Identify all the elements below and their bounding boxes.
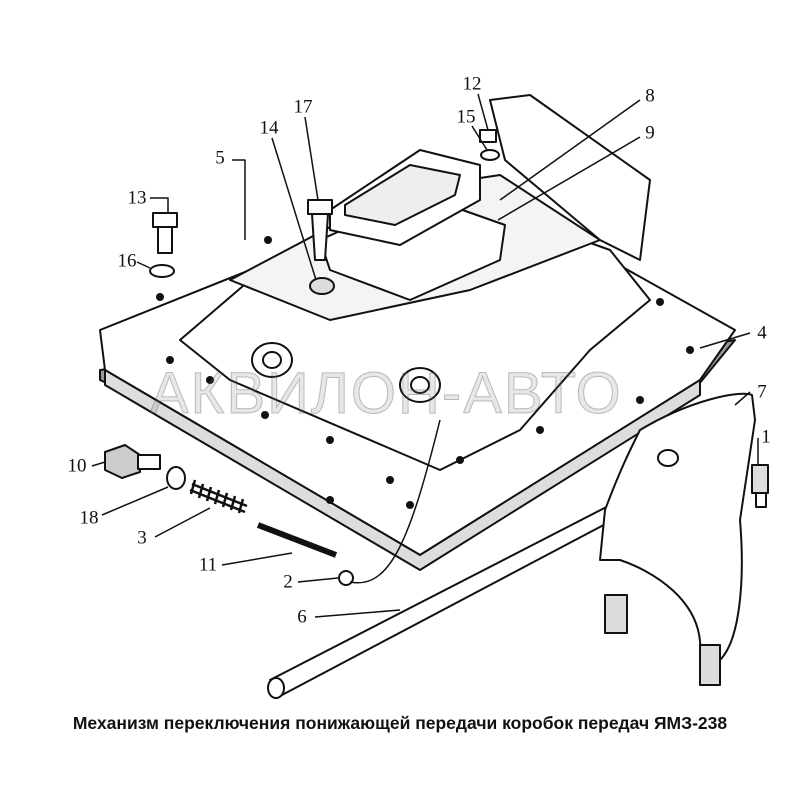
plug-1 bbox=[751, 464, 769, 494]
cover-raised bbox=[344, 164, 461, 226]
callout-15: 15 bbox=[456, 106, 476, 128]
callout-12: 12 bbox=[462, 73, 482, 95]
callout-18: 18 bbox=[79, 507, 99, 529]
callout-9: 9 bbox=[645, 122, 655, 144]
pin-11 bbox=[256, 522, 338, 558]
ball-path bbox=[349, 419, 441, 584]
callout-13: 13 bbox=[127, 187, 147, 209]
nut-14 bbox=[309, 277, 335, 295]
callout-3: 3 bbox=[137, 527, 147, 549]
plug-10 bbox=[104, 444, 141, 479]
spring-3 bbox=[189, 479, 248, 514]
bolt-17 bbox=[307, 199, 333, 215]
bolt-13 bbox=[152, 212, 178, 228]
callout-16: 16 bbox=[117, 250, 137, 272]
callout-7: 7 bbox=[757, 381, 767, 403]
bolt-holes bbox=[156, 236, 694, 509]
base-plate-edge bbox=[104, 369, 701, 571]
figure-caption: Механизм переключения понижающей передач… bbox=[72, 713, 728, 733]
leader-lines bbox=[91, 93, 759, 618]
bolt-12 bbox=[479, 129, 497, 143]
callout-1: 1 bbox=[761, 426, 771, 448]
callout-10: 10 bbox=[67, 455, 87, 477]
callout-2: 2 bbox=[283, 571, 293, 593]
callout-11: 11 bbox=[198, 554, 218, 576]
watermark: АКВИЛОН-АВТО bbox=[150, 361, 623, 427]
callout-4: 4 bbox=[757, 322, 767, 344]
washer-15 bbox=[480, 149, 500, 161]
callout-17: 17 bbox=[293, 96, 313, 118]
ball-2 bbox=[338, 570, 354, 586]
washer-16 bbox=[149, 264, 175, 278]
callout-5: 5 bbox=[215, 147, 225, 169]
callout-6: 6 bbox=[297, 606, 307, 628]
callout-8: 8 bbox=[645, 85, 655, 107]
callout-14: 14 bbox=[259, 117, 279, 139]
seal-ring-18 bbox=[166, 466, 186, 490]
